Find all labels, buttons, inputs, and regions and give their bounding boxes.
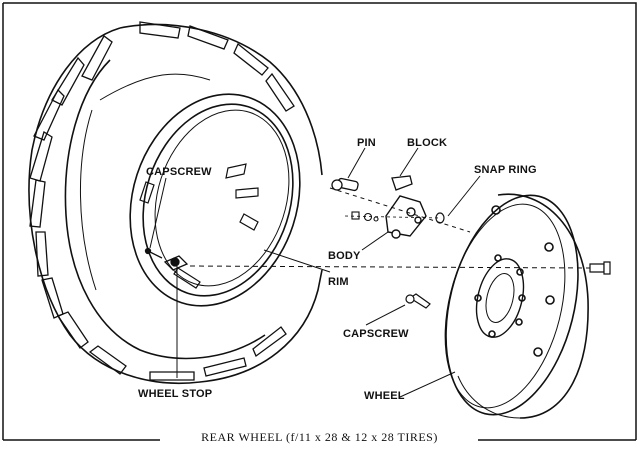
- label-wheel-stop: WHEEL STOP: [138, 388, 213, 400]
- wheel: [444, 193, 589, 419]
- assembly-axis: [189, 265, 591, 269]
- label-wheel: WHEEL: [364, 390, 405, 402]
- caption-text: REAR WHEEL (f/11 x 28 & 12 x 28 TIRES): [195, 430, 444, 444]
- tire: [28, 21, 323, 385]
- label-body: BODY: [328, 250, 361, 262]
- capscrew-upper-part: [144, 247, 163, 259]
- small-nut-parts: [351, 211, 379, 222]
- block-part: [391, 175, 413, 191]
- pin-axis: [329, 187, 471, 233]
- rim: [129, 93, 301, 307]
- leader-lines: [149, 147, 481, 398]
- wheel-stop-part: [163, 255, 189, 271]
- figure-caption: REAR WHEEL (f/11 x 28 & 12 x 28 TIRES): [0, 430, 639, 445]
- label-pin: PIN: [357, 137, 376, 149]
- label-capscrew-lower: CAPSCREW: [343, 328, 409, 340]
- pin-part: [331, 177, 359, 192]
- capscrew-lower-part: [405, 293, 431, 309]
- wheel-capscrew-right: [589, 261, 611, 275]
- lower-axis: [344, 215, 441, 219]
- label-capscrew-upper: CAPSCREW: [146, 166, 212, 178]
- label-rim: RIM: [328, 276, 349, 288]
- border-frame: [2, 2, 637, 440]
- label-snap-ring: SNAP RING: [474, 164, 537, 176]
- label-block: BLOCK: [407, 137, 448, 149]
